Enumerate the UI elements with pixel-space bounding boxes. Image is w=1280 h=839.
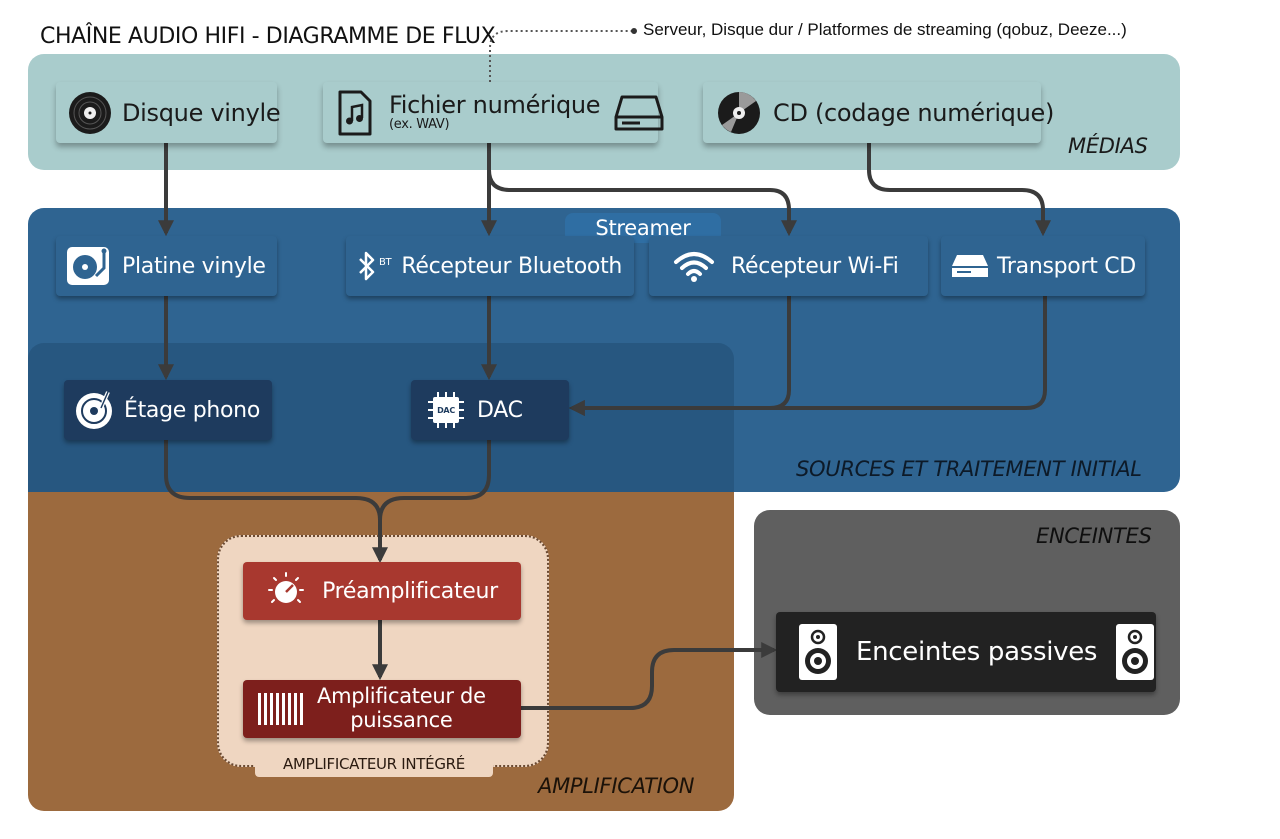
connector-phono-to-preamp [164,440,382,521]
node-bluetooth: BT Récepteur Bluetooth [346,236,634,296]
integrated-amp-label: AMPLIFICATEUR INTÉGRÉ [255,752,493,777]
connector-wifi-to-dac [568,296,791,416]
node-power-amp: Amplificateur de puissance [243,680,521,738]
node-phono-stage: Étage phono [64,380,272,440]
heatsink-icon [257,691,305,727]
node-wifi: Récepteur Wi-Fi [649,236,928,296]
speaker-left-icon [798,623,838,681]
connector-cd-to-transport [867,143,1051,237]
cd-transport-label: Transport CD [997,253,1136,279]
connector-power-amp-to-speakers [520,642,778,710]
preamp-label: Préamplificateur [322,578,498,604]
bluetooth-label: Récepteur Bluetooth [401,253,623,279]
wifi-icon [673,250,715,282]
node-cd-transport: Transport CD [941,236,1145,296]
vinyl-disc-icon [68,91,112,135]
passive-speakers-label: Enceintes passives [856,637,1098,667]
connector-dac-to-preamp [378,440,491,521]
diagram-title: CHAÎNE AUDIO HIFI - DIAGRAMME DE FLUX [40,24,496,49]
cd-label: CD (codage numérique) [773,98,1055,127]
speaker-right-icon [1115,623,1155,681]
node-turntable: Platine vinyle [56,236,277,296]
cd-transport-icon [951,253,989,279]
power-amp-label-line1: Amplificateur de [317,684,486,709]
connector-server-note [489,30,633,82]
power-amp-text: Amplificateur de puissance [317,685,486,732]
node-preamp: Préamplificateur [243,562,521,620]
digital-file-text: Fichier numérique (ex. WAV) [389,91,601,133]
digital-file-label: Fichier numérique [389,91,601,120]
connector-server-note-dot [631,28,637,34]
music-file-icon [337,89,373,137]
phono-stage-icon [74,390,114,430]
power-amp-label-line2: puissance [350,708,453,732]
dac-label: DAC [477,397,523,423]
wifi-label: Récepteur Wi-Fi [731,253,899,279]
amplification-label: AMPLIFICATION [538,774,695,798]
volume-knob-icon [266,571,306,611]
enceintes-label: ENCEINTES [1036,524,1152,548]
node-digital-file: Fichier numérique (ex. WAV) [323,82,664,143]
cd-disc-icon [717,91,761,135]
connector-file-to-wifi [487,169,797,237]
vinyl-disc-label: Disque vinyle [122,98,281,127]
dac-chip-icon: DAC [427,391,465,429]
bluetooth-icon [358,250,376,282]
phono-stage-label: Étage phono [124,397,260,423]
node-vinyl-disc: Disque vinyle [56,82,281,143]
node-cd: CD (codage numérique) [703,82,1054,143]
turntable-label: Platine vinyle [122,253,266,279]
hard-drive-icon [614,93,664,133]
turntable-icon [66,246,110,286]
node-dac: DAC DAC [411,380,569,440]
sources-label: SOURCES ET TRAITEMENT INITIAL [796,457,1142,481]
source-note: Serveur, Disque dur / Platformes de stre… [643,20,1127,39]
dac-chip-text: DAC [437,405,455,415]
digital-file-sublabel: (ex. WAV) [389,117,450,133]
medias-label: MÉDIAS [1068,134,1148,158]
bluetooth-badge: BT [379,256,392,268]
connector-transport-to-dac [568,296,1047,416]
node-passive-speakers: Enceintes passives [776,612,1156,692]
